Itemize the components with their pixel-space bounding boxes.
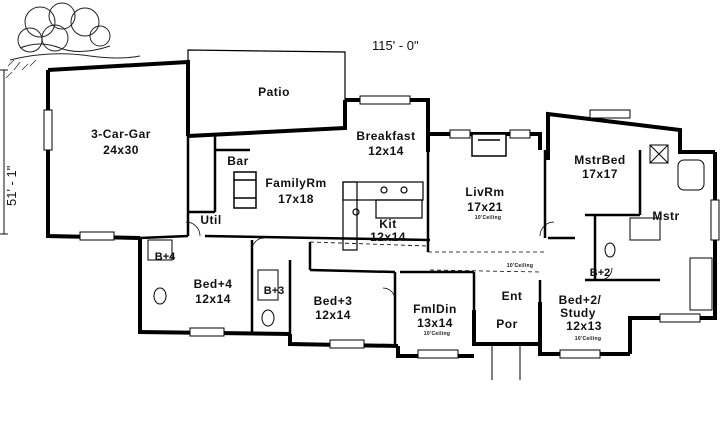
bath2-label: B+2 (589, 267, 611, 279)
fmldin-ceiling: 10'Ceiling (423, 331, 451, 337)
bed2-label-study: Study (560, 306, 596, 320)
master-label: MstrBed (574, 153, 626, 167)
garage-size: 24x30 (103, 143, 139, 157)
bed2-size: 12x13 (566, 319, 602, 333)
mstrbath-label: Mstr (652, 209, 680, 223)
patio-label: Patio (258, 85, 290, 99)
door-swings (185, 221, 613, 301)
garage-label: 3-Car-Gar (91, 127, 151, 141)
bath-fixtures (147, 144, 713, 327)
front-walk (491, 344, 521, 380)
entry-label: Ent (501, 289, 523, 303)
dimension-lines (0, 69, 8, 235)
living-ceiling: 10'Ceiling (474, 215, 502, 221)
exterior-walls (46, 59, 717, 358)
bath4-label: B+4 (154, 251, 176, 263)
porch-label: Por (496, 317, 518, 331)
family-size: 17x18 (278, 192, 314, 206)
bed4-size: 12x14 (195, 292, 231, 306)
fmldin-label: FmlDin (413, 302, 457, 316)
width-dimension: 115' - 0" (372, 38, 419, 53)
bath3-label: B+3 (263, 285, 285, 297)
kitchen-cabinets (342, 181, 424, 251)
windows (43, 95, 720, 359)
entry-ceiling: 10'Ceiling (506, 263, 534, 269)
interior-walls (139, 136, 660, 346)
depth-dimension: 51' - 1" (4, 165, 19, 206)
fireplaces (233, 133, 507, 209)
breakfast-label: Breakfast (356, 129, 416, 143)
grass (5, 59, 37, 79)
living-size: 17x21 (467, 200, 503, 214)
breakfast-size: 12x14 (368, 144, 404, 158)
ceiling-lines (309, 241, 545, 273)
bed2-ceiling: 10'Ceiling (574, 336, 602, 342)
patio-outline (187, 49, 346, 100)
bed2-label: Bed+2/ (558, 293, 602, 307)
kit-size: 12x14 (370, 230, 406, 244)
util-label: Util (200, 213, 222, 227)
shrubs (9, 2, 141, 61)
kit-label: Kit (379, 217, 397, 231)
fmldin-size: 13x14 (417, 316, 453, 330)
bed3-size: 12x14 (315, 308, 351, 322)
master-size: 17x17 (582, 167, 618, 181)
bed3-label: Bed+3 (313, 294, 353, 308)
bed4-label: Bed+4 (193, 277, 233, 291)
bar-label: Bar (227, 154, 249, 168)
family-label: FamilyRm (265, 176, 327, 190)
living-label: LivRm (465, 185, 505, 199)
